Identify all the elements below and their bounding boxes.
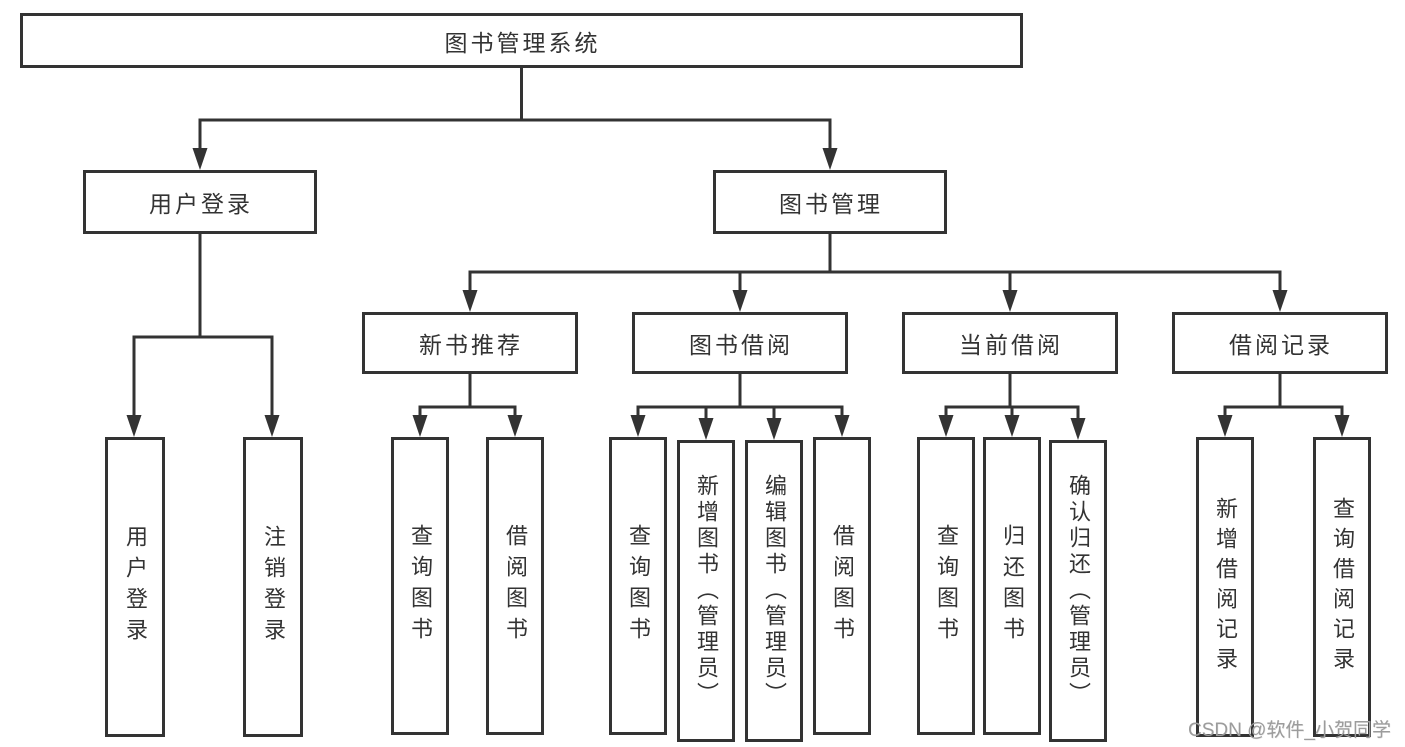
- node-book-borrow: 图书借阅: [632, 312, 848, 374]
- leaf-br-query-record-label: 查询借阅记录: [1330, 497, 1355, 677]
- leaf-logout: 注销登录: [243, 437, 303, 737]
- leaf-cb-query-books: 查询图书: [917, 437, 975, 735]
- leaf-user-login-label: 用户登录: [123, 525, 148, 649]
- node-current-borrow-label: 当前借阅: [959, 332, 1063, 358]
- edge-root-to-level2: [192, 68, 838, 170]
- node-borrow-records-label: 借阅记录: [1229, 332, 1333, 358]
- leaf-bb-query-books-label: 查询图书: [626, 524, 651, 648]
- node-current-borrow: 当前借阅: [902, 312, 1118, 374]
- leaf-br-add-record: 新增借阅记录: [1196, 437, 1254, 737]
- edge-book-borrow-to-leaves: [630, 374, 850, 440]
- leaf-nbr-borrow-books-label: 借阅图书: [503, 524, 528, 648]
- leaf-bb-query-books: 查询图书: [609, 437, 667, 735]
- leaf-nbr-query-books-label: 查询图书: [408, 524, 433, 648]
- leaf-bb-borrow-books: 借阅图书: [813, 437, 871, 735]
- node-root: 图书管理系统: [20, 13, 1023, 68]
- node-user-login-label: 用户登录: [149, 191, 253, 217]
- leaf-nbr-borrow-books: 借阅图书: [486, 437, 544, 735]
- leaf-br-query-record: 查询借阅记录: [1313, 437, 1371, 737]
- leaf-user-login: 用户登录: [105, 437, 165, 737]
- node-root-label: 图书管理系统: [444, 29, 601, 56]
- leaf-bb-borrow-books-label: 借阅图书: [830, 524, 855, 648]
- node-user-login: 用户登录: [83, 170, 317, 234]
- leaf-cb-return-books-label: 归还图书: [1000, 524, 1025, 648]
- leaf-br-add-record-label: 新增借阅记录: [1213, 497, 1238, 677]
- edge-book-mgmt-to-level3: [462, 234, 1288, 312]
- leaf-bb-edit-books-admin: 编辑图书（管理员）: [745, 440, 803, 742]
- node-new-book-rec: 新书推荐: [362, 312, 578, 374]
- leaf-bb-add-books-admin-label: 新增图书（管理员）: [694, 474, 719, 708]
- edge-current-borrow-to-leaves: [938, 374, 1086, 440]
- leaf-cb-return-books: 归还图书: [983, 437, 1041, 735]
- leaf-cb-confirm-return-admin-label: 确认归还（管理员）: [1066, 474, 1091, 708]
- edge-new-book-rec-to-leaves: [412, 374, 523, 437]
- node-book-mgmt: 图书管理: [713, 170, 947, 234]
- edge-user-login-to-leaves: [126, 234, 280, 437]
- node-book-mgmt-label: 图书管理: [779, 191, 883, 217]
- node-new-book-rec-label: 新书推荐: [419, 332, 523, 358]
- leaf-bb-edit-books-admin-label: 编辑图书（管理员）: [762, 474, 787, 708]
- leaf-cb-confirm-return-admin: 确认归还（管理员）: [1049, 440, 1107, 742]
- leaf-cb-query-books-label: 查询图书: [934, 524, 959, 648]
- leaf-nbr-query-books: 查询图书: [391, 437, 449, 735]
- csdn-watermark: CSDN @软件_小贺同学: [1188, 720, 1391, 741]
- node-book-borrow-label: 图书借阅: [689, 332, 793, 358]
- leaf-bb-add-books-admin: 新增图书（管理员）: [677, 440, 735, 742]
- edge-borrow-records-to-leaves: [1217, 374, 1350, 437]
- leaf-logout-label: 注销登录: [261, 525, 286, 649]
- node-borrow-records: 借阅记录: [1172, 312, 1388, 374]
